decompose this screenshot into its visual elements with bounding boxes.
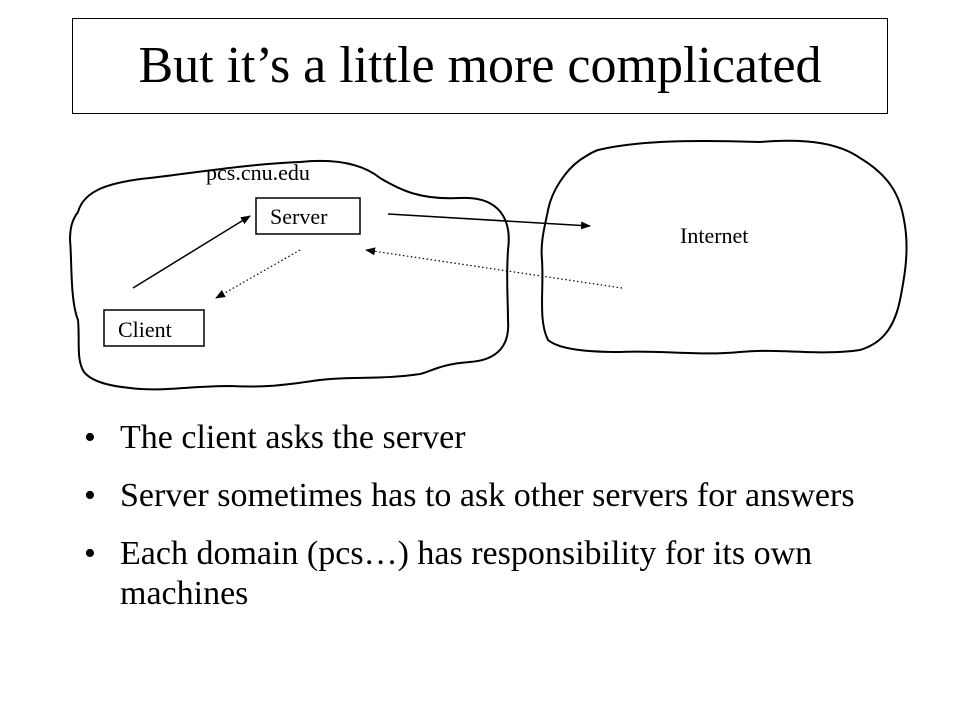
client-label: Client [118,317,172,342]
server-label: Server [270,204,328,229]
internet-cloud [540,139,908,355]
client-box [103,309,205,347]
bullet-item: • Each domain (pcs…) has responsibility … [84,534,904,614]
domain-label: pcs.cnu.edu [206,160,310,185]
server-box [255,197,361,235]
internet-to-server-arrow [365,247,623,289]
bullet-text: The client asks the server [120,419,466,456]
slide-title-box: But it’s a little more complicated [72,18,888,114]
bullet-dot: • [84,477,96,514]
bullet-item: • The client asks the server [84,418,904,458]
bullet-list: • The client asks the server • Server so… [84,418,904,632]
slide-title: But it’s a little more complicated [138,37,822,94]
server-to-internet-arrow [387,213,591,230]
local-domain-cloud [69,159,510,391]
client-to-server-arrow [132,215,251,289]
server-to-client-arrow [215,249,301,299]
bullet-text: Server sometimes has to ask other server… [120,477,855,514]
bullet-text: Each domain (pcs…) has responsibility fo… [120,535,813,612]
internet-label: Internet [680,223,748,248]
bullet-item: • Server sometimes has to ask other serv… [84,476,904,516]
bullet-dot: • [84,419,96,456]
bullet-dot: • [84,535,96,572]
